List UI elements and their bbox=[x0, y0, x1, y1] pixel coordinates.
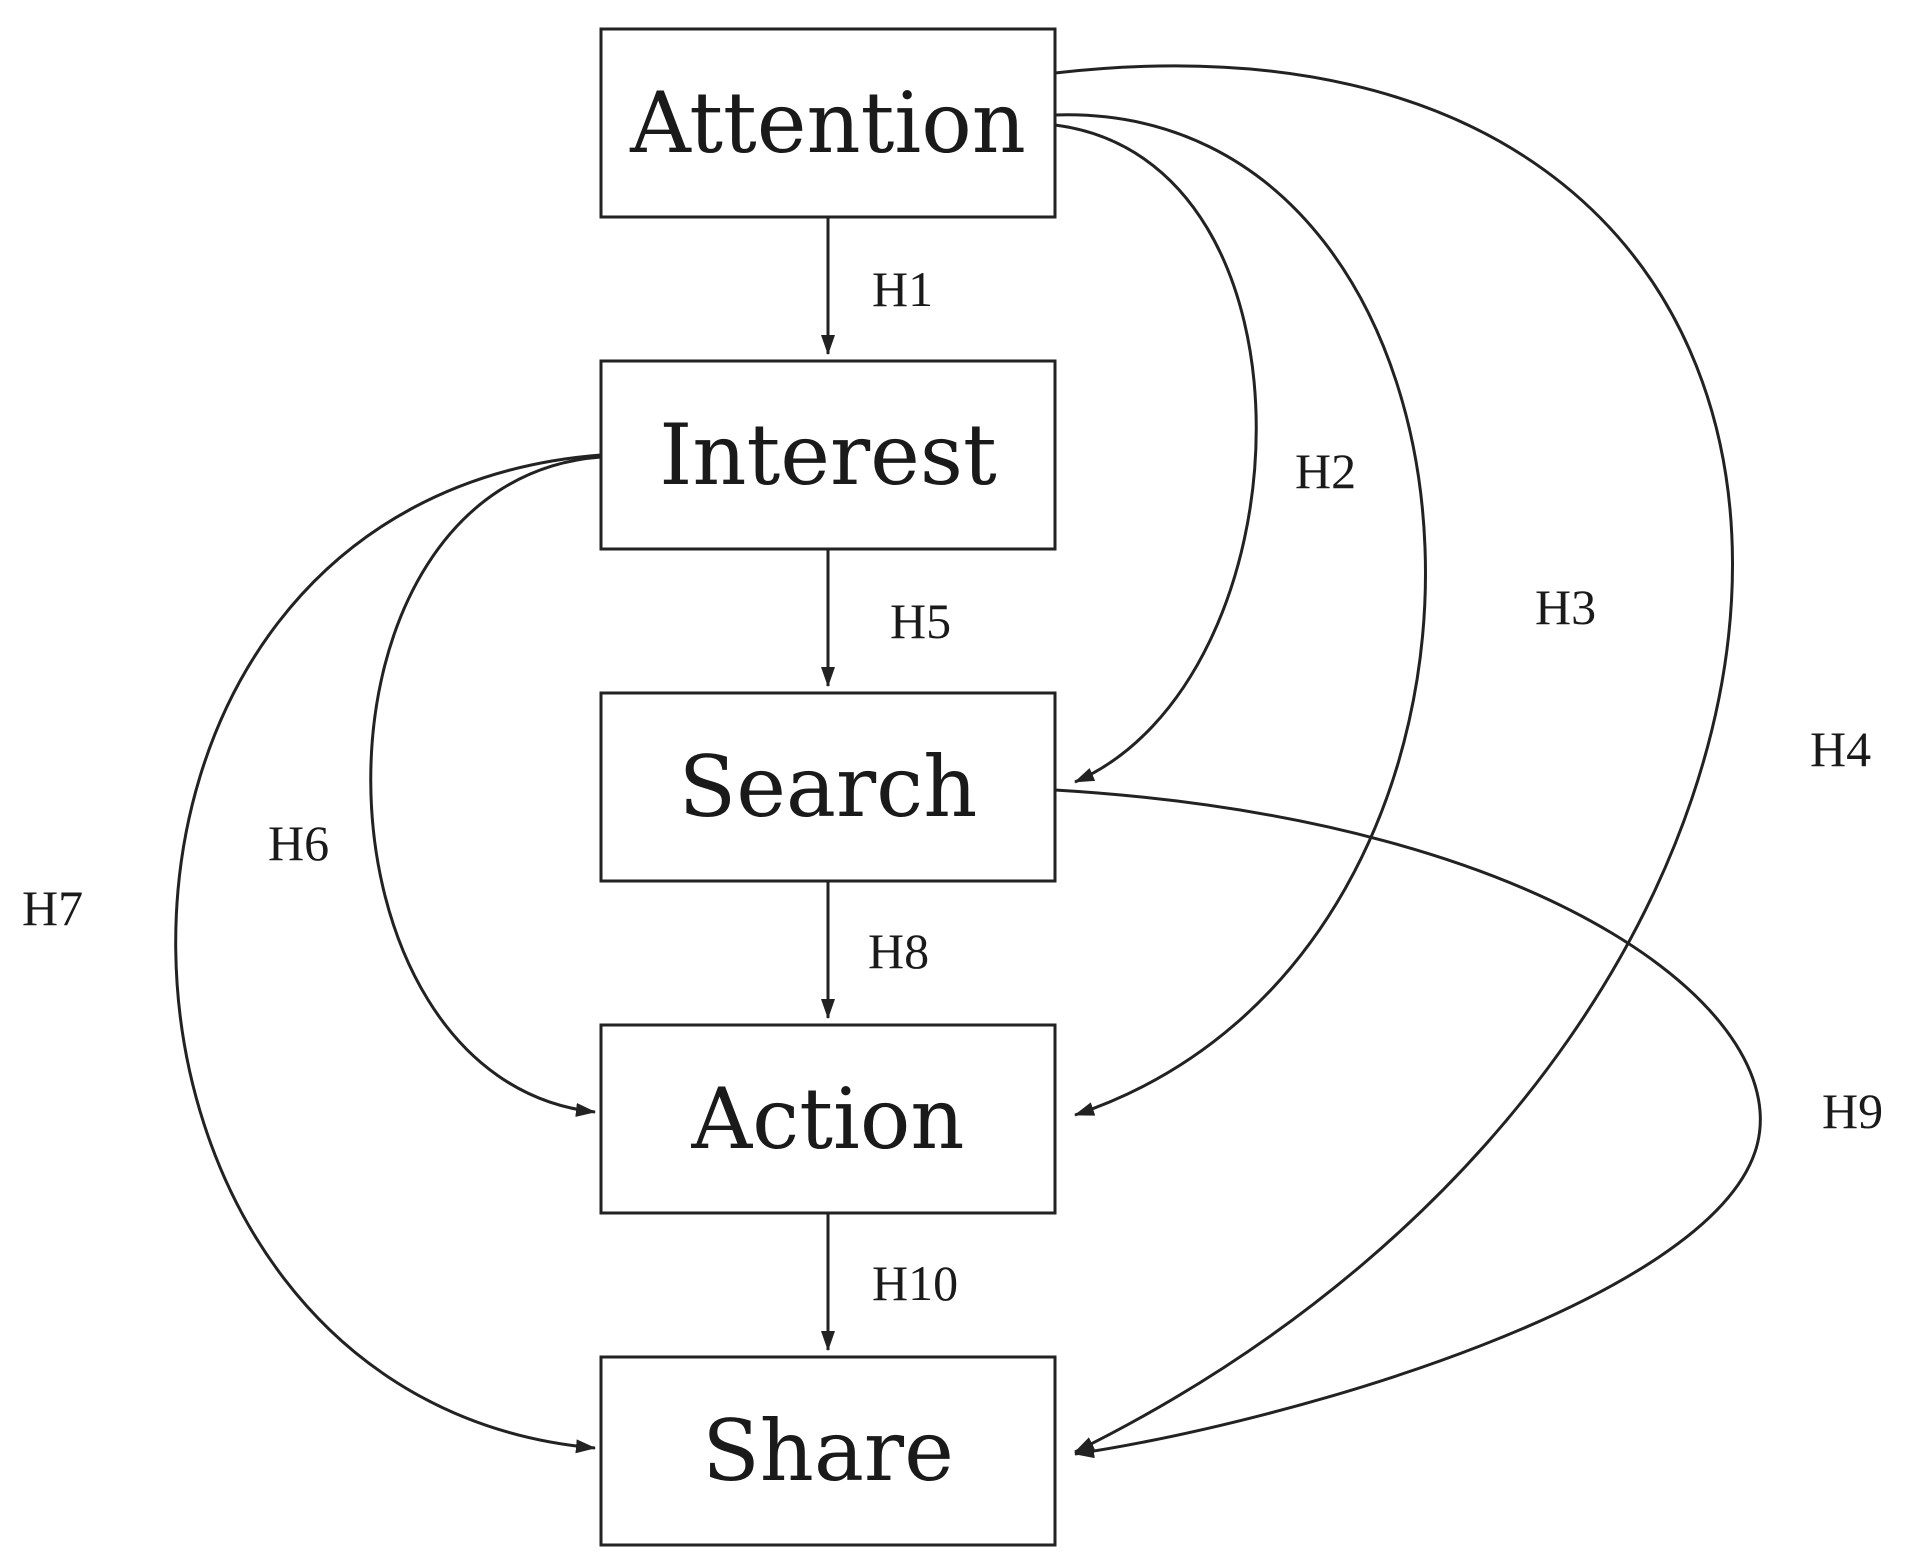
edge-h9 bbox=[1054, 788, 1762, 1459]
edge-h7 bbox=[174, 453, 602, 1454]
node-interest-label: Interest bbox=[659, 406, 997, 504]
node-share: Share bbox=[599, 1355, 1057, 1547]
node-attention: Attention bbox=[599, 27, 1057, 219]
node-action: Action bbox=[599, 1023, 1057, 1215]
edge-label-h2: H2 bbox=[1295, 443, 1356, 499]
edge-label-h1: H1 bbox=[872, 261, 933, 317]
node-search-label: Search bbox=[679, 738, 978, 836]
edge-label-h6: H6 bbox=[268, 815, 329, 871]
edge-label-h8: H8 bbox=[868, 923, 929, 979]
node-search: Search bbox=[599, 691, 1057, 883]
edge-label-h5: H5 bbox=[890, 593, 951, 649]
edge-label-h3: H3 bbox=[1535, 579, 1596, 635]
edge-h6 bbox=[369, 455, 602, 1117]
edge-label-h7: H7 bbox=[22, 880, 83, 936]
node-attention-label: Attention bbox=[629, 74, 1026, 172]
edge-h4 bbox=[1054, 64, 1734, 1454]
edge-label-h10: H10 bbox=[872, 1255, 958, 1311]
edge-h3 bbox=[1054, 113, 1427, 1117]
node-interest: Interest bbox=[599, 359, 1057, 551]
node-action-label: Action bbox=[691, 1070, 965, 1168]
node-share-label: Share bbox=[702, 1402, 954, 1500]
edge-h2 bbox=[1054, 123, 1258, 784]
edge-label-h9: H9 bbox=[1822, 1083, 1883, 1139]
edge-label-h4: H4 bbox=[1810, 721, 1871, 777]
